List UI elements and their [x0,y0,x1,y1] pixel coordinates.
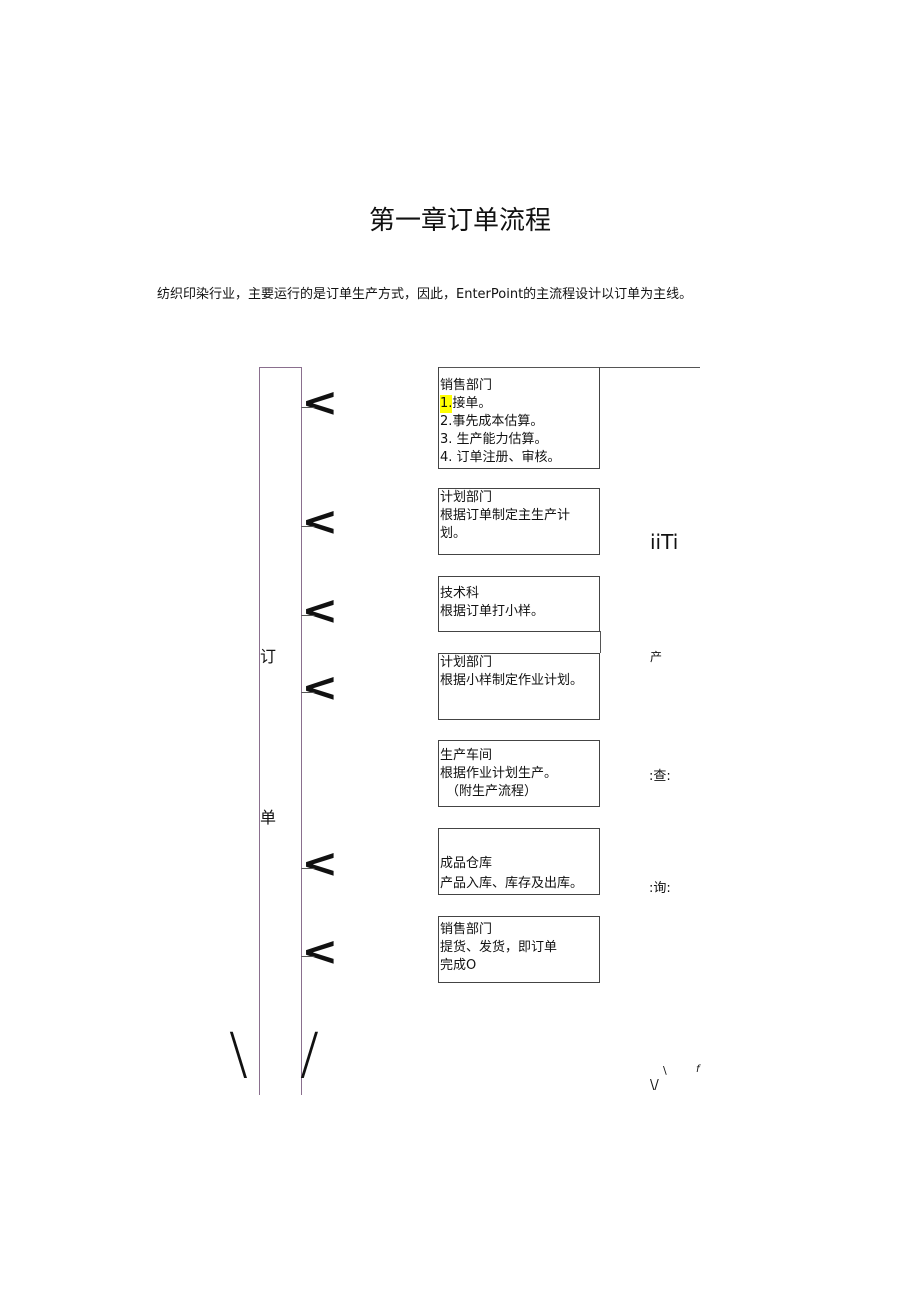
arrow-icon: < [301,929,339,975]
box-heading: 技术科 [440,586,480,601]
box-line: （附生产流程） [446,784,538,799]
step-box-workshop: 生产车间 根据作业计划生产。 （附生产流程） [438,740,600,807]
flow-top-line [259,367,302,368]
side-label: :查: [649,769,671,784]
side-label: \/ [650,1078,659,1093]
box-line: 根据作业计划生产。 [440,766,558,781]
order-label-1: 订 [260,647,277,666]
box-line: 产品入库、库存及出库。 [440,876,584,891]
bottom-right-stroke: / [300,1022,319,1087]
step-box-warehouse: 成品仓库 产品入库、库存及出库。 [438,828,600,895]
box-line-highlighted: 1.接单。 [440,395,492,413]
chapter-title: 第一章订单流程 [368,206,551,236]
arrow-icon: < [301,665,339,711]
flow-inner-line [301,367,302,1095]
box-line: 3. 生产能力估算。 [440,432,548,447]
box-line: 根据小样制定作业计划。 [440,673,584,688]
box-line: 划。 [440,526,467,541]
side-label: :询: [649,881,671,896]
flow-outer-line [259,367,260,1095]
box-line: 根据订单制定主生产计 [440,508,571,523]
bottom-left-stroke: \ [229,1022,248,1087]
box-line: 根据订单打小样。 [440,604,545,619]
arrow-icon: < [301,380,339,426]
step-box-technical: 技术科 根据订单打小样。 [438,576,600,632]
box-line: 完成O [440,958,477,973]
box-heading: 成品仓库 [440,856,493,871]
box-heading: 销售部门 [440,378,493,393]
step-box-planning: 计划部门 根据订单制定主生产计 划。 [438,488,600,555]
step-box-sales-2: 销售部门 提货、发货，即订单 完成O [438,916,600,983]
intro-paragraph: 纺织印染行业，主要运行的是订单生产方式，因此，EnterPoint的主流程设计以… [157,287,693,302]
box-heading: 计划部门 [440,490,493,505]
side-label: iiTi [650,530,679,554]
connector-line [600,631,601,653]
step-box-sales: 销售部门 1.接单。 2.事先成本估算。 3. 生产能力估算。 4. 订单注册、… [438,367,600,469]
arrow-icon: < [301,841,339,887]
side-label: \ [663,1064,667,1077]
arrow-icon: < [301,499,339,545]
box-line: 2.事先成本估算。 [440,414,544,429]
box-heading: 生产车间 [440,748,493,763]
side-label: f [696,1064,700,1075]
box-line: 4. 订单注册、审核。 [440,450,561,465]
box-heading: 销售部门 [440,922,493,937]
order-label-2: 单 [260,808,277,827]
arrow-icon: < [301,588,339,634]
side-label: 产 [650,650,663,664]
top-rule [438,367,700,368]
step-box-planning-2: 计划部门 根据小样制定作业计划。 [438,653,600,720]
box-line: 提货、发货，即订单 [440,940,558,955]
box-heading: 计划部门 [440,655,493,670]
